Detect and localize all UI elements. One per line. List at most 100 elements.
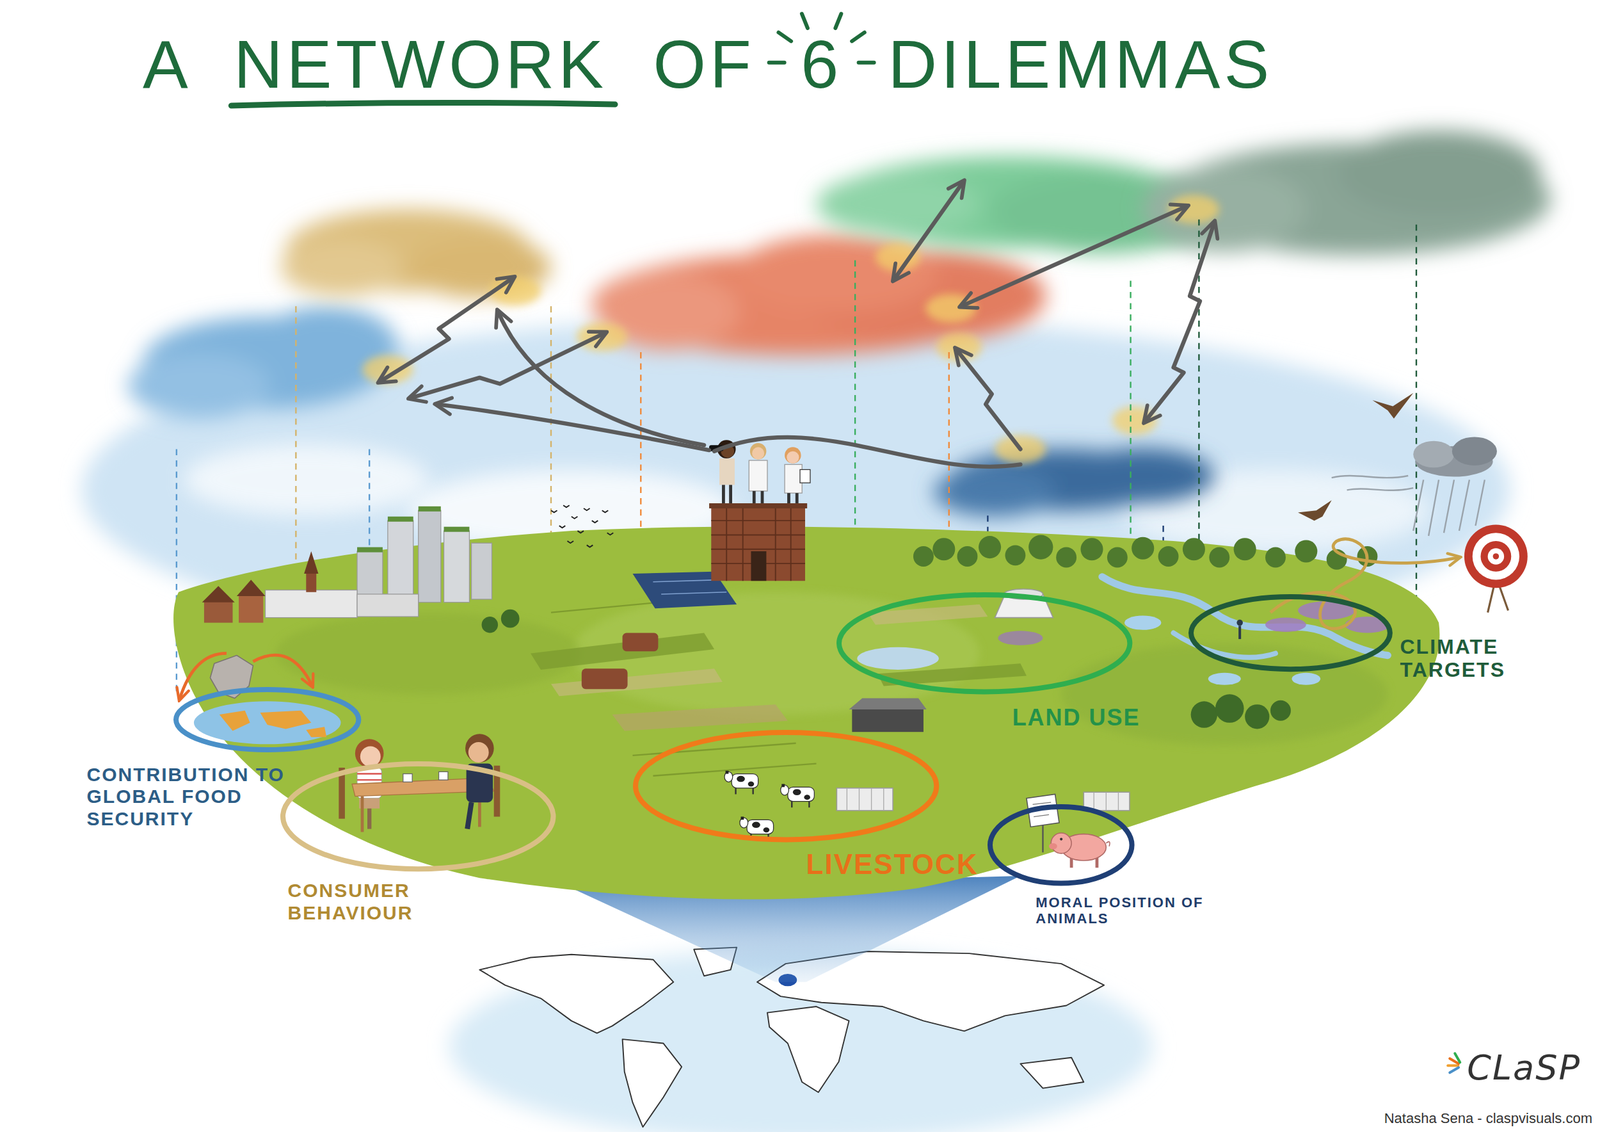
- world-map: [767, 1006, 850, 1092]
- tree-cluster: [1107, 547, 1128, 568]
- climate-target: [1270, 524, 1528, 629]
- crop-field: [632, 743, 797, 756]
- city: [236, 579, 266, 597]
- researcher-figure: [800, 469, 811, 483]
- city: [444, 526, 470, 532]
- pig: [1050, 832, 1072, 854]
- researcher-figure: [760, 490, 765, 504]
- dilemma-ellipse: CLIMATE TARGETS: [1188, 593, 1393, 672]
- tree-cluster: [957, 545, 978, 567]
- tree-cluster: [1294, 539, 1318, 562]
- pig: [1048, 842, 1058, 850]
- cloud-glow: [925, 293, 977, 323]
- researcher-figure: [752, 490, 756, 504]
- barn: [851, 707, 924, 732]
- ellipse-outline: [990, 806, 1133, 884]
- tree-cluster: [1265, 547, 1286, 568]
- dilemma-arrow: [894, 181, 964, 280]
- researcher-figure: [784, 446, 802, 464]
- wetland: [1265, 617, 1307, 632]
- dilemma-label: CLIMATE TARGETS: [1399, 634, 1522, 683]
- city: [238, 593, 264, 623]
- tree-cluster: [1191, 700, 1218, 728]
- cloud-glow: [362, 195, 1220, 464]
- green-cloud: [816, 173, 980, 235]
- dilemma-arrow: [714, 437, 1021, 467]
- rain-cloud: [1413, 479, 1485, 536]
- dilemma-arrow: [436, 403, 710, 450]
- rain-cloud: [1347, 487, 1414, 491]
- bird-of-prey: [1297, 392, 1414, 521]
- dilemma-arrow: [1144, 222, 1215, 422]
- dilemma-label: LIVESTOCK: [806, 848, 1018, 881]
- tree-cluster: [1158, 545, 1179, 567]
- climate-target: [1472, 532, 1520, 580]
- tree-cluster: [1004, 544, 1026, 566]
- blue-cloud: [127, 353, 271, 419]
- wetland: [1173, 632, 1276, 658]
- cow: [724, 770, 815, 840]
- city: [265, 590, 358, 618]
- diagram-title: A NETWORK OF 6 DILEMMAS: [142, 25, 1273, 104]
- logo-text: CLaSP: [1466, 1047, 1581, 1088]
- rain-cloud: [1413, 440, 1455, 468]
- ellipse-outline: [836, 592, 1133, 694]
- dilemma-label: MORAL POSITION OF ANIMALS: [1035, 894, 1241, 927]
- city: [418, 506, 441, 512]
- climate-target: [1464, 524, 1528, 589]
- greenhouse: [1093, 791, 1119, 811]
- bird-flock: [563, 504, 570, 507]
- dilemma-arrow: [379, 277, 514, 383]
- consumer-table: [403, 773, 413, 783]
- ellipse-outline: [1191, 596, 1391, 669]
- wetland: [1102, 576, 1388, 656]
- rain-cloud: [1475, 479, 1485, 526]
- ellipse-outline: [1188, 593, 1393, 672]
- logo-ray: [1454, 1052, 1460, 1062]
- cloud-glow: [362, 355, 414, 384]
- dilemma-arrow: [956, 348, 1021, 449]
- bird-flock: [551, 504, 614, 547]
- wetland: [1102, 576, 1391, 685]
- rain-cloud: [1331, 436, 1497, 536]
- climate-target: [1488, 547, 1505, 565]
- rain-cloud: [1459, 479, 1470, 531]
- global-food-icon: [193, 700, 342, 744]
- world-map: [622, 1038, 682, 1127]
- consumer-table: [439, 771, 448, 780]
- climate-target: [1493, 552, 1500, 560]
- ellipse-outline: [173, 686, 361, 752]
- rain-cloud: [1331, 475, 1409, 478]
- research-building: [775, 506, 777, 581]
- consumer-table: [360, 745, 381, 767]
- dilemma-label: CONSUMER BEHAVIOUR: [288, 879, 442, 924]
- drop-line: [1415, 224, 1417, 598]
- bird-flock: [577, 530, 584, 533]
- dilemma-ellipse: CONSUMER BEHAVIOUR: [280, 760, 556, 872]
- ellipse-outline: [839, 594, 1130, 692]
- tree-cluster: [913, 534, 1378, 569]
- global-food-icon: [305, 726, 327, 737]
- tree-cluster: [1270, 700, 1291, 721]
- bird-flock: [592, 520, 599, 523]
- greenhouse: [836, 787, 893, 811]
- global-food-icon: [219, 710, 251, 731]
- blue-cloud: [127, 305, 399, 418]
- ellipse-outline: [282, 763, 553, 869]
- tree-cluster: [978, 535, 1001, 559]
- logo-ray: [1449, 1066, 1459, 1072]
- landscape-island: [173, 526, 1440, 899]
- city: [357, 593, 419, 617]
- grey-green-cloud: [1143, 130, 1552, 256]
- ellipse-outline: [987, 803, 1135, 886]
- researcher-figure: [787, 492, 791, 504]
- researcher-figure: [784, 464, 802, 493]
- tree-cluster: [501, 609, 520, 628]
- tree-cluster: [1131, 536, 1154, 560]
- wetland: [1236, 619, 1243, 626]
- land-use-scene: [856, 588, 1053, 670]
- researcher-figure: [786, 451, 799, 464]
- consumer-table: [467, 801, 472, 829]
